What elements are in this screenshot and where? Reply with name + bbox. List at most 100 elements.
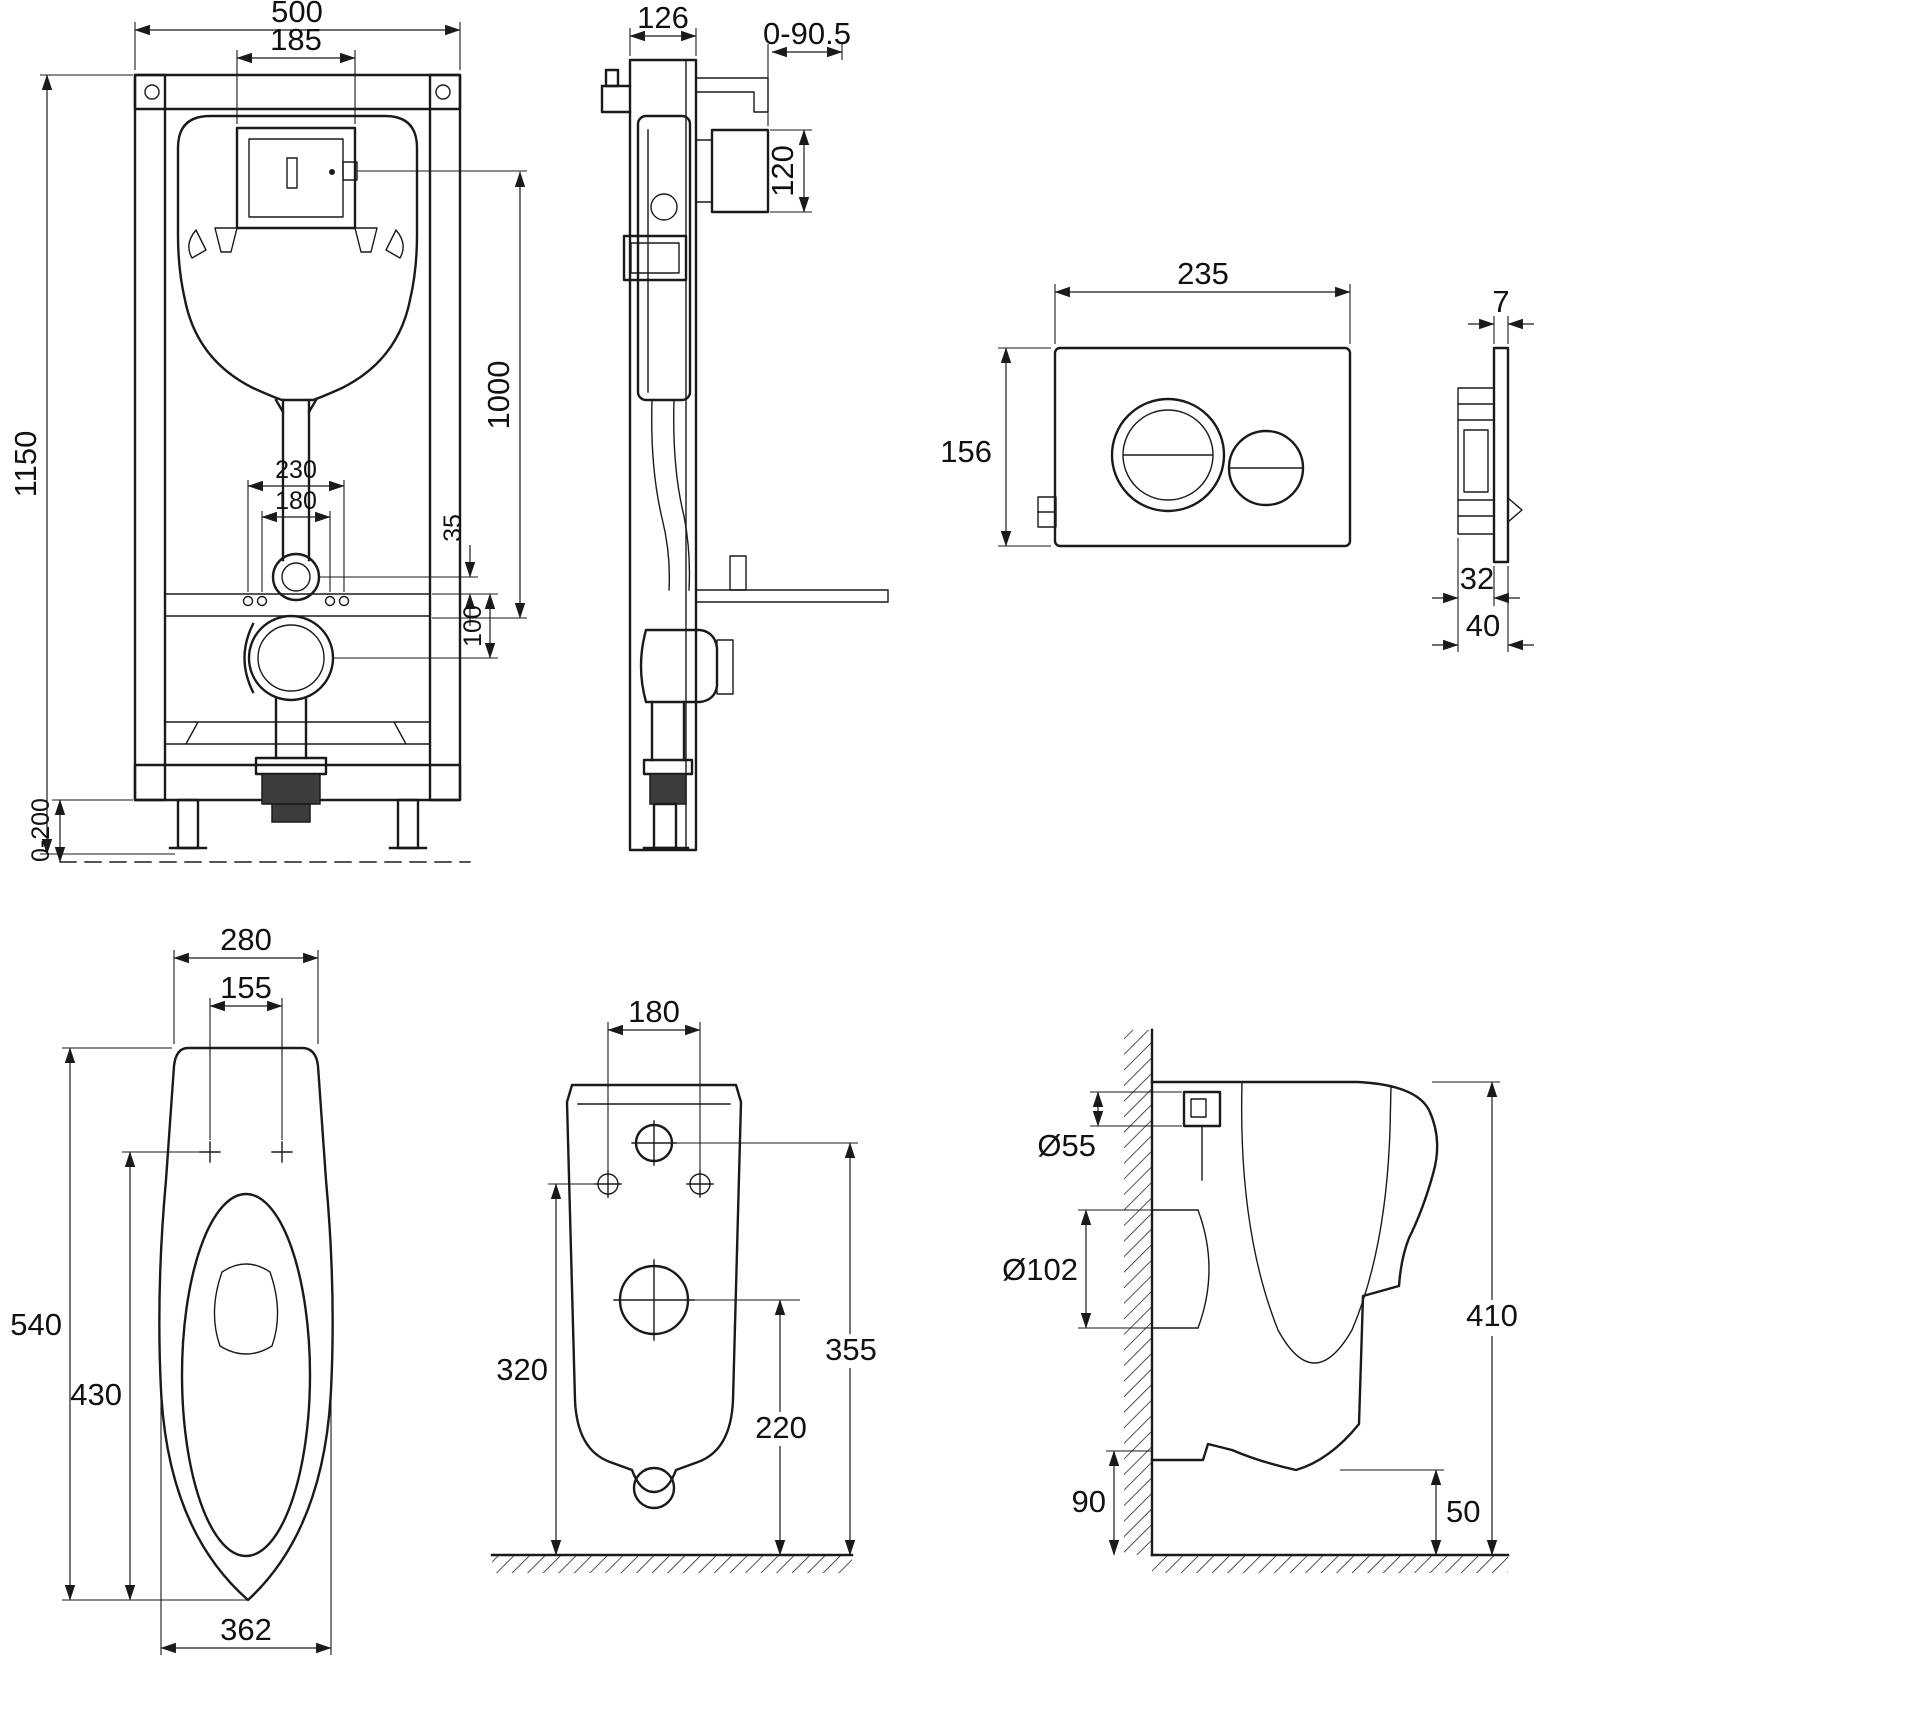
ground-hatch-side <box>1152 1556 1508 1573</box>
flush-pipe <box>274 398 318 562</box>
outlet-elbow-arc <box>243 622 255 694</box>
cistern-outline <box>176 114 419 402</box>
bowl-front-outline <box>565 1083 743 1494</box>
view-plate-front: 235 156 <box>940 256 1352 548</box>
dim-label-depth-inner: 32 <box>1460 561 1494 596</box>
view-bowl-side: Ø55 Ø102 90 410 50 <box>1002 1028 1518 1573</box>
access-box <box>622 234 688 282</box>
big-button-outer <box>1110 397 1226 513</box>
dim-label-outlet-dia: Ø102 <box>1002 1252 1078 1287</box>
support-band-lower <box>164 721 431 745</box>
bowl-interior-curve <box>1240 1081 1392 1364</box>
dim-label-bolt-span-front: 180 <box>628 994 680 1029</box>
float-valve <box>650 193 678 221</box>
dim-label-bolt-span-outer: 230 <box>275 456 317 484</box>
extension-lines-plate-side <box>1457 316 1509 652</box>
dim-label-frame-width: 500 <box>271 0 323 29</box>
dim-label-bracket-range: 0-90.5 <box>763 16 851 51</box>
support-band-upper <box>164 593 431 617</box>
bolt-hole-right-cross <box>686 1170 714 1198</box>
outlet-spigot <box>261 773 321 805</box>
dim-label-outlet-offset: 100 <box>459 605 487 647</box>
dim-label-max-width: 362 <box>220 1612 272 1647</box>
frame-rail-left <box>133 73 167 802</box>
bolt-hole-left-cross <box>594 1170 622 1198</box>
hinge-hole-crosses <box>199 1141 293 1163</box>
foot-side <box>652 802 678 850</box>
label-gap-inlet-height <box>828 1334 874 1368</box>
wall-bracket-rods <box>695 139 713 203</box>
water-inlet-outer <box>271 552 321 602</box>
extension-lines-bowl-top <box>62 950 332 1655</box>
inlet-stub <box>604 68 620 88</box>
view-plate-side: 7 32 40 <box>1432 284 1534 652</box>
dim-label-inner-height: 1000 <box>481 361 516 430</box>
outlet-elbow-side <box>639 628 719 704</box>
dim-label-plate-height: 156 <box>940 434 992 469</box>
view-frame-front: 500 185 1150 1000 230 180 35 100 0-200 <box>8 0 527 863</box>
dim-label-thickness: 7 <box>1492 284 1509 319</box>
dim-label-bowl-width: 280 <box>220 922 272 957</box>
dim-label-feet-range: 0-200 <box>27 798 55 862</box>
outlet-bend-outer <box>247 614 335 702</box>
top-bracket <box>695 77 769 113</box>
flush-pipe-side <box>651 399 691 591</box>
corner-screw-left <box>144 84 160 100</box>
plate-mechanism-box <box>1463 429 1489 493</box>
view-bowl-top: 280 155 540 430 362 <box>10 922 334 1655</box>
dim-label-inlet-dia: Ø55 <box>1037 1128 1096 1163</box>
dim-label-depth: 126 <box>637 0 689 35</box>
outlet-spigot-side <box>649 773 687 805</box>
dim-label-trap-height: 90 <box>1072 1484 1106 1519</box>
ground-hatch-front <box>492 1556 852 1573</box>
outlet-bend-inner <box>257 624 325 692</box>
outlet-flange-side <box>642 758 694 776</box>
fixing-bolt-2 <box>256 595 268 607</box>
extension-lines-plate-front <box>998 284 1351 547</box>
foot-right <box>396 798 420 850</box>
plate-mechanism <box>1457 387 1495 535</box>
small-button <box>1227 429 1305 507</box>
trap-outline <box>1151 1209 1210 1329</box>
wall-bracket-block <box>710 128 770 214</box>
actuator-dot <box>329 169 335 175</box>
dim-label-inlet-height: 355 <box>825 1332 877 1367</box>
extension-lines-frame-side <box>629 28 843 213</box>
view-bowl-front: 180 320 220 355 <box>490 994 877 1573</box>
water-surface <box>213 1263 279 1355</box>
fixing-bolt-1 <box>242 595 254 607</box>
dim-label-bowl-length: 540 <box>10 1307 62 1342</box>
dim-label-outlet-height: 220 <box>755 1410 807 1445</box>
dim-label-hinge-span: 155 <box>220 970 272 1005</box>
inlet-hole-cross <box>631 1120 677 1166</box>
fixing-bolt-3 <box>324 595 336 607</box>
seat-opening <box>180 1192 312 1558</box>
dim-label-front-clearance: 50 <box>1446 1494 1480 1529</box>
bowl-side-outline <box>1150 1080 1439 1472</box>
view-frame-side: 126 0-90.5 120 <box>600 0 889 852</box>
label-gap-outlet-height <box>758 1412 804 1446</box>
plate-outline <box>1053 346 1352 548</box>
dim-label-inner-length: 430 <box>70 1377 122 1412</box>
extension-lines-bowl-front <box>548 1022 858 1301</box>
plate-side-clip <box>1507 497 1523 523</box>
fixing-bolt-4 <box>338 595 350 607</box>
inlet-connector <box>1182 1090 1222 1128</box>
outlet-pipe-side <box>650 700 686 762</box>
foot-left <box>176 798 200 850</box>
dim-label-actuator-width: 185 <box>270 22 322 57</box>
actuator-slot <box>286 157 298 189</box>
outlet-hole-cross <box>613 1259 695 1341</box>
plate-mechanism-lines <box>1457 403 1495 517</box>
outlet-pipe <box>274 697 308 760</box>
water-inlet-inner <box>281 562 311 592</box>
actuator-unit-outer <box>235 126 357 230</box>
actuator-unit-inner <box>248 138 344 218</box>
hanger-tabs <box>188 227 404 259</box>
plate-side-panel <box>1492 346 1510 564</box>
inlet-connector-inner <box>1190 1098 1207 1118</box>
frame-top-bar <box>133 73 462 111</box>
corner-screw-right <box>435 84 451 100</box>
dim-label-bolt-span-inner: 180 <box>275 487 317 515</box>
